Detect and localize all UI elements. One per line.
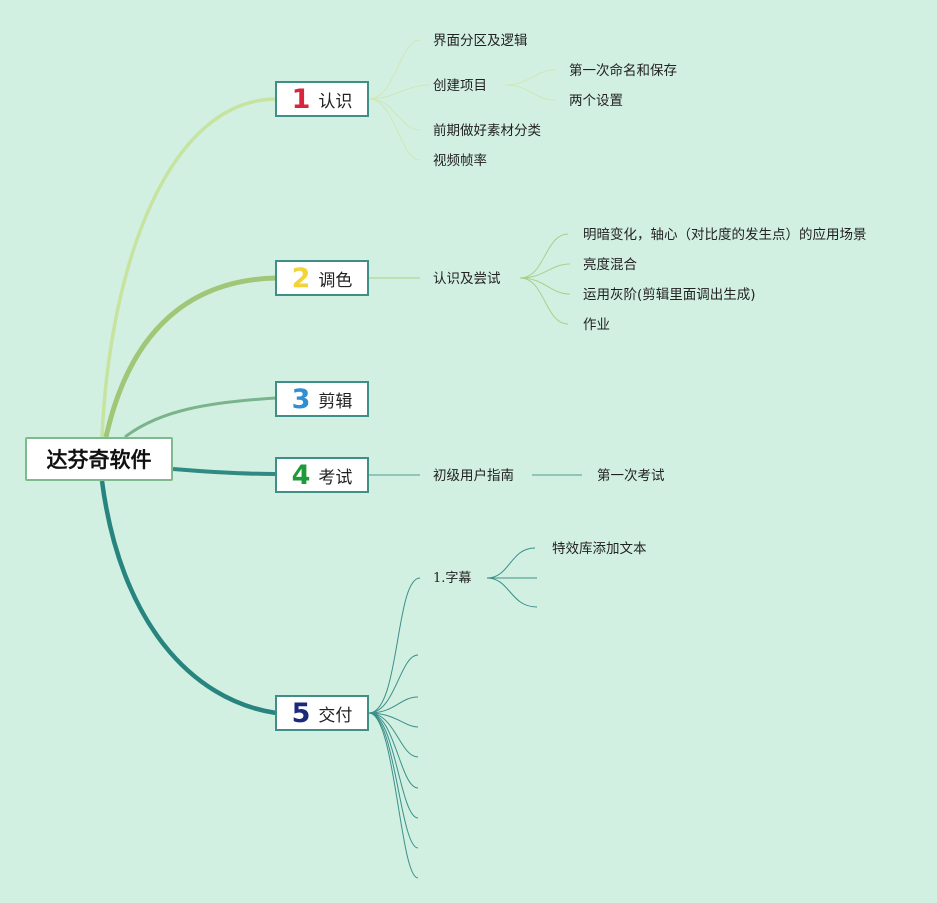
subtopic-1-1[interactable]: 界面分区及逻辑 [433, 33, 528, 49]
topic-number-3: 3 [291, 383, 311, 415]
topic-label-3: 剪辑 [318, 391, 353, 412]
topic-label-2: 调色 [318, 270, 353, 291]
subtopic-1-2-1[interactable]: 第一次命名和保存 [569, 63, 677, 79]
subtopic-5-1[interactable]: 1.字幕 [433, 571, 472, 586]
subtopic-2-1[interactable]: 认识及尝试 [433, 271, 501, 287]
topic-node-5[interactable]: 5 交付 [275, 695, 369, 731]
links-branch-2 [369, 233, 571, 325]
subtopic-1-3[interactable]: 前期做好素材分类 [433, 123, 541, 139]
subtopic-5-1-1[interactable]: 特效库添加文本 [552, 541, 647, 557]
subtopic-1-2[interactable]: 创建项目 [433, 78, 487, 94]
subtopic-4-1-1[interactable]: 第一次考试 [597, 468, 665, 484]
root-node[interactable]: 达芬奇软件 [25, 437, 173, 481]
subtopic-1-4[interactable]: 视频帧率 [433, 153, 487, 169]
subtopic-2-1-1[interactable]: 明暗变化，轴心（对比度的发生点）的应用场景 [583, 227, 867, 243]
topic-node-4[interactable]: 4 考试 [275, 457, 369, 493]
links-branch-1 [368, 39, 556, 161]
link-root-branch-5 [99, 480, 277, 716]
topic-number-4: 4 [291, 459, 311, 491]
topic-label-5: 交付 [318, 705, 353, 726]
topic-number-2: 2 [291, 262, 311, 294]
topic-label-4: 考试 [318, 467, 353, 488]
topic-number-5: 5 [291, 697, 311, 729]
subtopic-2-1-3[interactable]: 运用灰阶(剪辑里面调出生成) [583, 287, 756, 303]
subtopic-2-1-2[interactable]: 亮度混合 [583, 257, 637, 273]
topic-node-1[interactable]: 1 认识 [275, 81, 369, 117]
links-branch-5 [368, 547, 538, 879]
topic-node-3[interactable]: 3 剪辑 [275, 381, 369, 417]
topic-number-1: 1 [291, 83, 311, 115]
link-root-branch-4 [172, 467, 277, 476]
link-root-branch-1 [100, 97, 277, 438]
link-root-branch-2 [103, 275, 277, 438]
topic-label-1: 认识 [318, 91, 353, 112]
link-root-branch-3 [124, 396, 277, 439]
subtopic-2-1-4[interactable]: 作业 [583, 317, 610, 333]
subtopic-4-1[interactable]: 初级用户指南 [433, 468, 514, 484]
topic-node-2[interactable]: 2 调色 [275, 260, 369, 296]
root-label: 达芬奇软件 [46, 448, 152, 472]
subtopic-1-2-2[interactable]: 两个设置 [569, 93, 623, 109]
